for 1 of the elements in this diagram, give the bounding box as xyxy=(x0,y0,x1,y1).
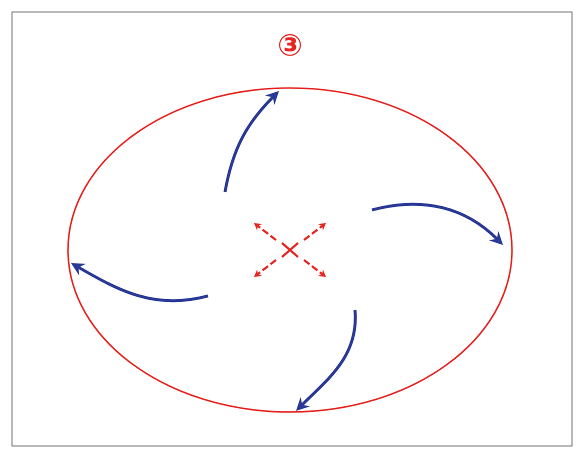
panel-number: ③ xyxy=(279,34,301,56)
